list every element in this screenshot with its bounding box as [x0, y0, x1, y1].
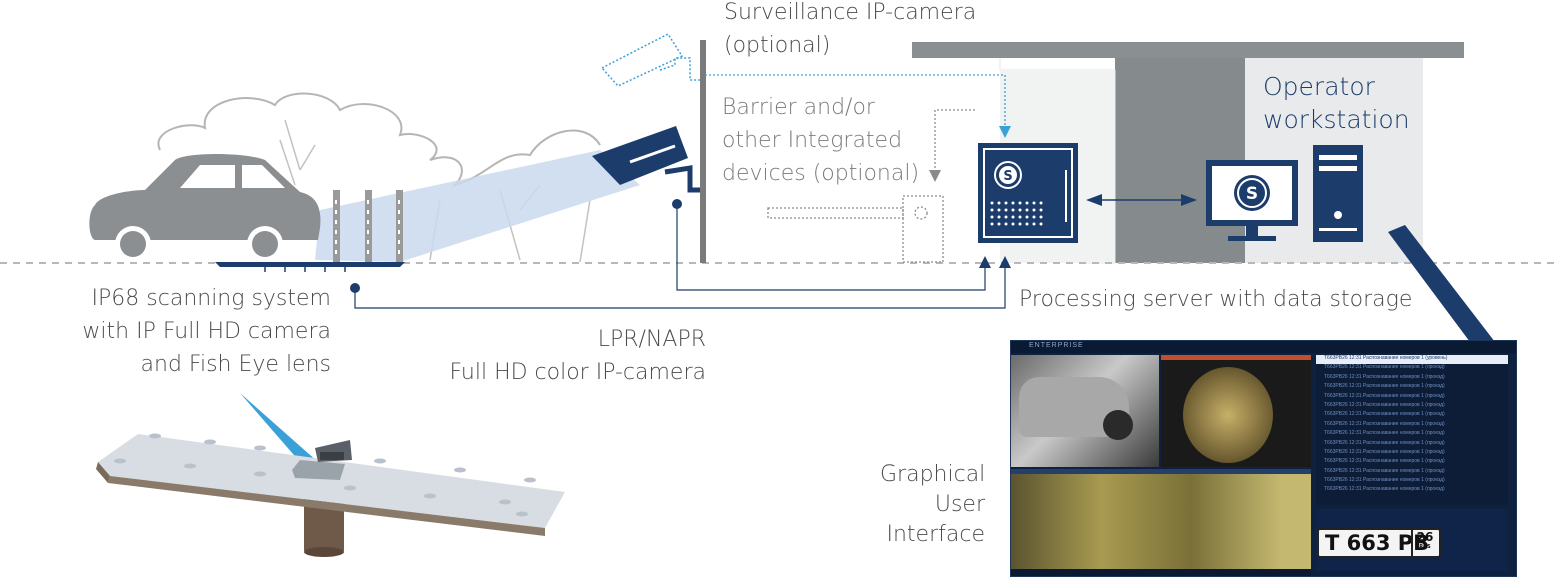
ground-scanner-plate [215, 262, 405, 267]
svg-text:S: S [1246, 184, 1258, 204]
list-item[interactable]: Т663РВ26 12:31 Распознавание номеров 1 (… [1324, 467, 1445, 474]
list-item[interactable]: Т663РВ26 12:31 Распознавание номеров 1 (… [1324, 486, 1445, 493]
svg-text:S: S [1003, 169, 1012, 184]
list-item[interactable]: Т663РВ26 12:31 Распознавание номеров 1 (… [1324, 448, 1445, 455]
list-item[interactable]: Т663РВ26 12:31 Распознавание номеров 1 (… [1324, 477, 1445, 484]
list-item[interactable]: Т663РВ26 12:31 Распознавание номеров 1 (… [1324, 392, 1445, 399]
label-lpr: LPR/NAPR Full HD color IP-camera [440, 323, 706, 389]
label-line: and Fish Eye lens [140, 352, 331, 377]
list-item[interactable]: Т663РВ26 12:31 Распознавание номеров 1 (… [1324, 430, 1445, 437]
list-item[interactable]: Т663РВ26 12:31 Распознавание номеров 1 (… [1316, 355, 1508, 365]
list-item[interactable]: Т663РВ26 12:31 Распознавание номеров 1 (… [1324, 364, 1445, 371]
list-item[interactable]: Т663РВ26 12:31 Распознавание номеров 1 (… [1324, 383, 1445, 390]
tree-outline [157, 92, 601, 188]
label-line: other Integrated [722, 128, 903, 153]
label-line: Operator [1263, 72, 1375, 101]
scanner-device-render [96, 393, 565, 557]
plate-region: 26 [1416, 530, 1434, 544]
list-item[interactable]: Т663РВ26 12:31 Распознавание номеров 1 (… [1324, 373, 1445, 380]
label-server: Processing server with data storage [1019, 287, 1413, 312]
label-surveillance: Surveillance IP-camera (optional) [724, 0, 976, 62]
label-operator: Operator workstation [1263, 70, 1410, 136]
surveillance-camera-icon [600, 33, 700, 87]
gui-titlebar: ENTERPRISE [1011, 341, 1516, 353]
gui-camera-view-car [1011, 355, 1159, 467]
list-item[interactable]: Т663РВ26 12:31 Распознавание номеров 1 (… [1324, 401, 1445, 408]
bollards [333, 190, 403, 262]
server-vent-dots [990, 201, 1043, 226]
list-item[interactable]: Т663РВ26 12:31 Распознавание номеров 1 (… [1324, 439, 1445, 446]
label-line: Barrier and/or [722, 95, 875, 120]
label-line: Interface [886, 522, 986, 547]
label-line: User [934, 492, 985, 517]
label-line: Full HD color IP-camera [449, 360, 706, 385]
list-item[interactable]: Т663РВ26 12:31 Распознавание номеров 1 (… [1324, 458, 1445, 465]
camera-pole [700, 40, 706, 263]
processing-server-icon: S [978, 143, 1078, 243]
plate-country: RUS [1419, 544, 1431, 550]
gui-underbody-scan [1011, 469, 1311, 569]
plate-region-box: 26 RUS [1411, 530, 1437, 556]
label-line: (optional) [724, 33, 831, 58]
license-plate: Т 663 РВ 26 RUS [1317, 528, 1441, 558]
label-gui: Graphical User Interface [880, 460, 985, 550]
label-line: workstation [1263, 105, 1410, 134]
pc-tower-icon [1313, 145, 1363, 242]
label-line: Surveillance IP-camera [724, 0, 977, 25]
gui-event-list: Т663РВ26 12:31 Распознавание номеров 1 (… [1316, 355, 1508, 505]
camera-view-cone [315, 150, 640, 262]
list-item[interactable]: Т663РВ26 12:31 Распознавание номеров 1 (… [1324, 411, 1445, 418]
label-ip68: IP68 scanning system with IP Full HD cam… [70, 282, 331, 381]
gui-pointer [1388, 225, 1495, 342]
list-item[interactable]: Т663РВ26 12:31 Распознавание номеров 1 (… [1324, 420, 1445, 427]
label-line: IP68 scanning system [91, 286, 331, 311]
building-roof [912, 42, 1464, 58]
label-line: LPR/NAPR [597, 327, 706, 352]
barrier-icon [767, 195, 944, 263]
label-line: Graphical [880, 462, 986, 487]
lpr-camera-icon [592, 126, 700, 193]
monitor-icon: S [1206, 160, 1298, 241]
gui-camera-view-fisheye [1161, 355, 1311, 467]
label-barrier: Barrier and/or other Integrated devices … [722, 91, 919, 190]
label-line: with IP Full HD camera [82, 319, 331, 344]
gui-brand: ENTERPRISE [1029, 342, 1084, 349]
label-line: devices (optional) [722, 161, 920, 186]
